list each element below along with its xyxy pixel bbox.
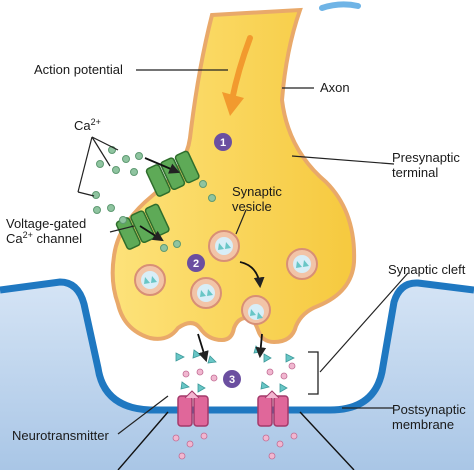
calcium-channel-lower [115, 203, 170, 250]
step-marker-1: 1 [214, 133, 232, 151]
action-potential-arrow [229, 35, 253, 103]
label-calcium-ion: Ca2+ [74, 117, 101, 134]
label-voltage-gated-ca: Ca [6, 231, 23, 246]
fusing-vesicle [241, 295, 271, 325]
calcium-influx-arrow-upper [144, 157, 180, 174]
synaptic-vesicle [286, 248, 318, 280]
synaptic-vesicle [134, 264, 166, 296]
label-synaptic-vesicle-line1: Synaptic [232, 184, 282, 199]
vesicle-movement-arrow [239, 261, 265, 289]
svg-text:2: 2 [193, 258, 199, 270]
postsynaptic-membrane [0, 278, 474, 414]
svg-text:3: 3 [229, 374, 235, 386]
label-postsynaptic-membrane: Postsynaptic membrane [392, 402, 466, 432]
release-arrow-right [255, 333, 267, 359]
action-potential-arrowhead [222, 92, 244, 116]
step-marker-2: 2 [187, 254, 205, 272]
synaptic-vesicle [208, 230, 240, 262]
label-voltage-gated-line2: Ca2+ channel [6, 230, 86, 247]
label-presynaptic-line1: Presynaptic [392, 150, 460, 165]
label-action-potential: Action potential [34, 62, 123, 77]
calcium-ions [92, 146, 216, 252]
release-arrow-left [197, 333, 209, 363]
top-decoration [319, 1, 361, 11]
postsynaptic-receptor-right [257, 390, 289, 427]
step-marker-3: 3 [223, 370, 241, 388]
detail-pointer-right [299, 411, 355, 470]
label-voltage-gated-channel-word: channel [32, 231, 83, 246]
label-voltage-gated-line1: Voltage-gated [6, 216, 87, 231]
label-axon: Axon [320, 80, 350, 95]
detail-pointer-left [117, 411, 169, 470]
label-synaptic-cleft: Synaptic cleft [388, 262, 466, 277]
label-calcium-ion-charge: 2+ [90, 117, 101, 127]
label-voltage-gated-channel: Voltage-gated Ca2+ channel [6, 216, 86, 246]
label-postsynaptic-line2: membrane [392, 417, 455, 432]
synaptic-cleft-bracket [308, 351, 319, 395]
label-postsynaptic-line1: Postsynaptic [392, 402, 466, 417]
label-presynaptic-line2: terminal [392, 165, 439, 180]
label-synaptic-vesicle-line2: vesicle [232, 199, 272, 214]
label-presynaptic-terminal: Presynaptic terminal [392, 150, 460, 180]
label-calcium-ion-symbol: Ca [74, 118, 91, 133]
label-neurotransmitter: Neurotransmitter [12, 428, 109, 443]
synaptic-vesicle [190, 277, 222, 309]
label-voltage-gated-charge: 2+ [22, 230, 33, 240]
neurotransmitter-dots [172, 362, 298, 460]
calcium-influx-arrow-lower [139, 225, 164, 242]
postsynaptic-cell [0, 282, 474, 470]
postsynaptic-receptor-left [177, 390, 209, 427]
svg-text:1: 1 [220, 137, 226, 149]
leader-lines [77, 69, 409, 435]
label-synaptic-vesicle: Synaptic vesicle [232, 184, 282, 214]
